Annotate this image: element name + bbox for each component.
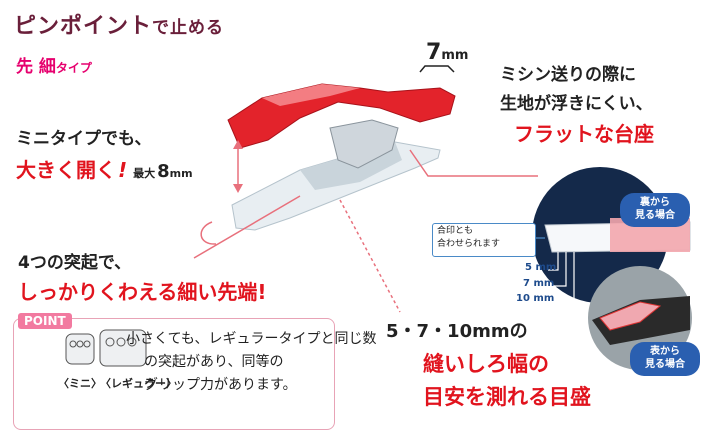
- bottom-left-highlight: しっかりくわえる細い先端!: [18, 280, 267, 304]
- page-subtitle: 先 細タイプ: [16, 57, 92, 77]
- point-text-line3: グリップ力があります。: [144, 377, 297, 393]
- bottom-right-line3: 目安を測れる目盛: [423, 385, 591, 409]
- regular-label: 〈レギュラー〉: [100, 377, 177, 390]
- point-tag: POINT: [18, 313, 72, 329]
- left-text-line1: ミニタイプでも、: [16, 129, 152, 149]
- scale-7mm: 7 mm: [523, 278, 555, 289]
- right-text-line1: ミシン送りの際に: [500, 65, 636, 85]
- point-text-line1: 小さくても、レギュラータイプと同じ数: [126, 331, 377, 347]
- badge-back-view: 裏から 見る場合: [620, 193, 690, 227]
- right-text-line2: 生地が浮きにくい、: [500, 94, 653, 114]
- scale-5mm: 5 mm: [525, 262, 557, 273]
- bottom-right-line1: 5・7・10mmの: [386, 321, 528, 342]
- page-title: ピンポイントで止める: [14, 14, 225, 39]
- bottom-right-line2: 縫いしろ幅の: [423, 352, 549, 376]
- alignment-callout: 合印とも 合わせられます: [432, 223, 536, 257]
- bottom-left-line1: 4つの突起で、: [18, 253, 132, 273]
- scale-10mm: 10 mm: [516, 293, 555, 304]
- point-text-line2: の突起があり、同等の: [144, 354, 284, 370]
- badge-front-view: 表から 見る場合: [630, 342, 700, 376]
- right-text-highlight: フラットな台座: [514, 122, 654, 146]
- point-box: [13, 318, 335, 430]
- mini-label: 〈ミニ〉: [58, 377, 102, 390]
- top-dimension: 7mm: [426, 40, 469, 65]
